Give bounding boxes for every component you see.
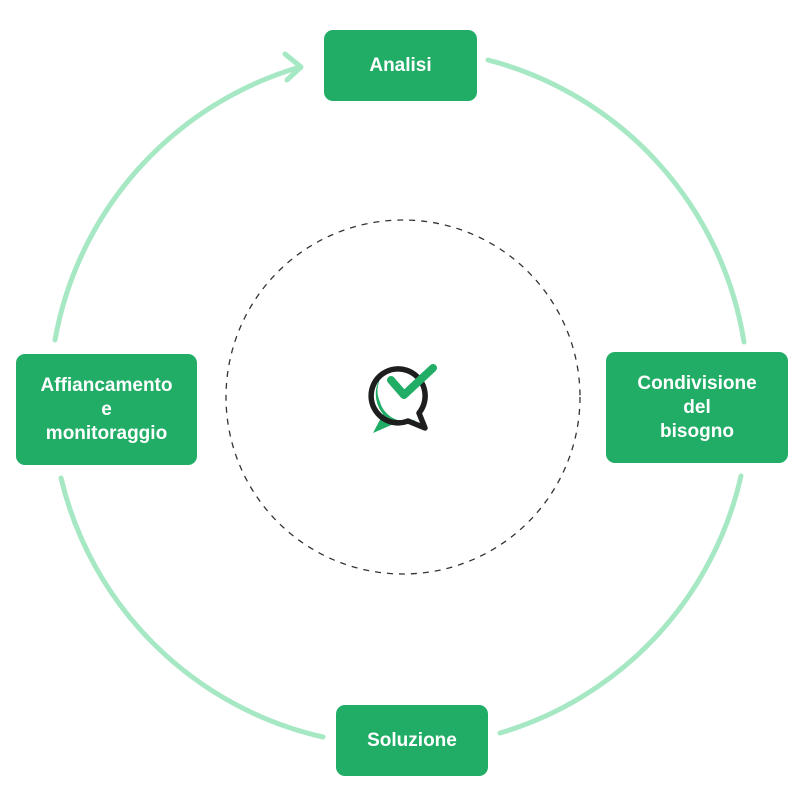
cycle-arrowhead bbox=[282, 51, 304, 83]
step-soluzione: Soluzione bbox=[336, 705, 488, 776]
cycle-arc-bottom-right bbox=[497, 473, 744, 736]
cycle-arc-top-left bbox=[52, 64, 303, 343]
step-analisi: Analisi bbox=[324, 30, 477, 101]
cycle-ring bbox=[52, 57, 747, 740]
step-condivisione-del-bisogno: Condivisione del bisogno bbox=[606, 352, 788, 463]
check-mark bbox=[387, 364, 437, 399]
cycle-arc-bottom-left bbox=[58, 475, 326, 740]
chat-bubble-dark bbox=[368, 366, 428, 431]
chat-check-icon bbox=[368, 364, 437, 433]
cycle-arc-top-right bbox=[485, 57, 747, 345]
step-affiancamento-e-monitoraggio: Affiancamento e monitoraggio bbox=[16, 354, 197, 465]
inner-dashed-circle bbox=[225, 219, 581, 575]
